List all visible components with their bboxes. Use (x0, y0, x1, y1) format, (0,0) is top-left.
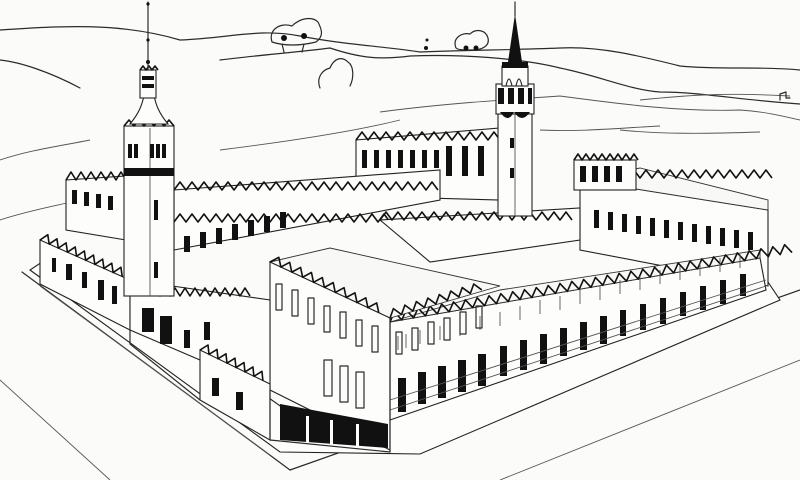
hills (0, 25, 800, 221)
front-left-wing (39, 233, 388, 448)
left-back-wing (65, 169, 441, 252)
left-tower (123, 1, 175, 297)
front-right-wing (389, 243, 793, 421)
trees (270, 17, 791, 101)
middle-cross-wing (378, 207, 581, 263)
central-pavilion (268, 247, 501, 453)
center-tower (495, 1, 535, 217)
